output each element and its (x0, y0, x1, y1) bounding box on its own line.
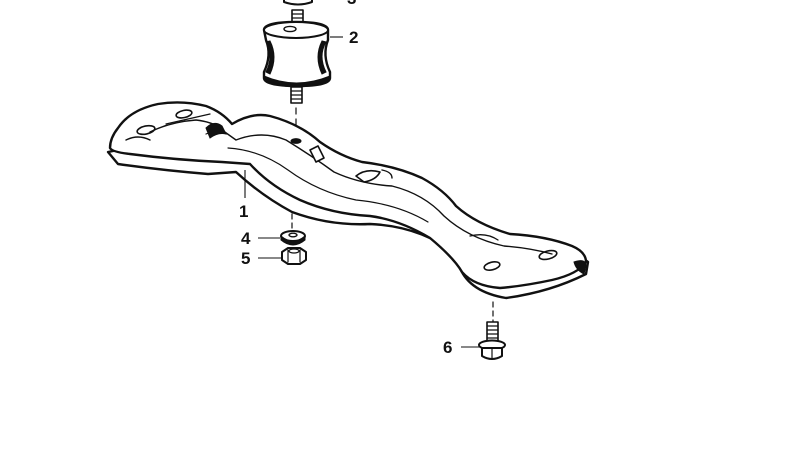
washer-part-4 (280, 230, 306, 246)
bolt-part-6 (478, 321, 506, 360)
callout-label-6: 6 (443, 338, 452, 357)
crossmember-part-1 (106, 101, 590, 323)
callout-label-4: 4 (241, 229, 251, 248)
crossmember-clip (355, 169, 381, 183)
callout-part-6: 6 (443, 338, 481, 357)
crossmember-left-pad (125, 109, 193, 141)
crossmember-center-hole (290, 138, 302, 144)
callout-part-4: 4 (241, 229, 280, 248)
callout-label-2: 2 (349, 28, 358, 47)
crossmember-right-pad (469, 234, 587, 275)
callout-label-5: 5 (241, 249, 250, 268)
nut-part-5 (281, 247, 307, 265)
callout-part-3: 3 (347, 0, 356, 8)
callout-label-3: 3 (347, 0, 356, 8)
crossmember-tab (309, 145, 325, 163)
nut-part-3 (283, 0, 313, 6)
callout-part-5: 5 (241, 249, 281, 268)
callout-label-1: 1 (239, 202, 248, 221)
callout-part-2: 2 (330, 28, 358, 47)
rubber-mount-part-2 (262, 9, 332, 104)
mount-lower-stud (290, 86, 303, 104)
callout-part-1: 1 (239, 170, 248, 221)
